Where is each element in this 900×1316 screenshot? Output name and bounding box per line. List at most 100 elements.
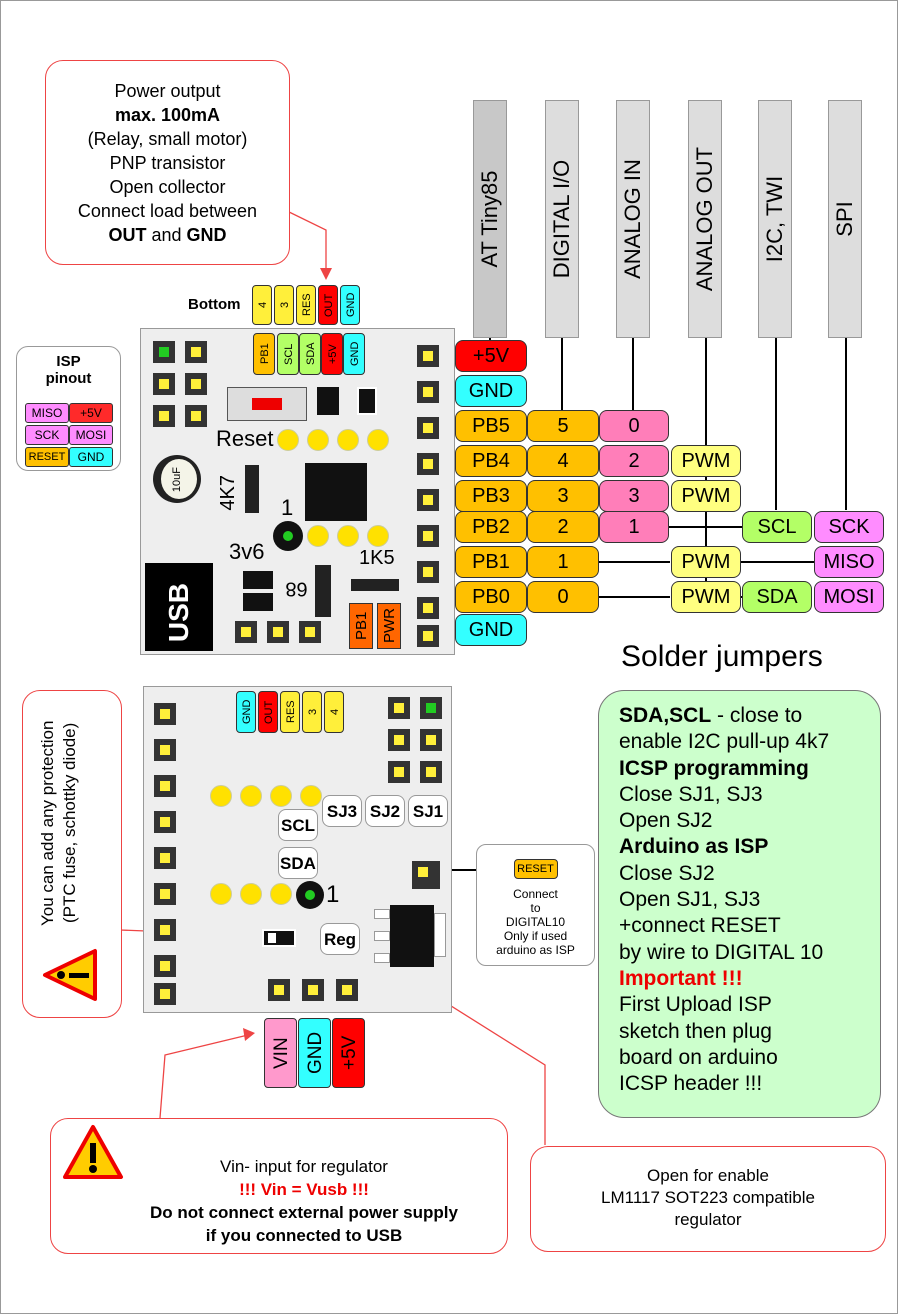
regulator-callout: Open for enable LM1117 SOT223 compatible… [530, 1146, 886, 1252]
pin-pb2: PB2 [455, 511, 527, 543]
bb-pin-4: 4 [324, 691, 344, 733]
top-board: PB1 SCL SDA +5V GND Reset 10uF 4K7 1 3v6… [140, 328, 455, 655]
header-pad [417, 453, 439, 475]
header-pad [417, 381, 439, 403]
via [270, 785, 292, 807]
isp-title-1: ISP [56, 353, 81, 370]
isp-title-2: pinout [45, 370, 92, 387]
via [337, 429, 359, 451]
bb-isp-pad [388, 729, 410, 751]
reset-note-l4: Only if used [503, 929, 568, 943]
pwm-pb3: PWM [671, 480, 741, 512]
bb-header-pad [154, 919, 176, 941]
capacitor: 10uF [153, 455, 201, 503]
bottom-pad [299, 621, 321, 643]
top-pin-scl: SCL [277, 333, 299, 375]
reg-jumper: Reg [320, 923, 360, 955]
protection-line2: (PTC fuse, schottky diode) [60, 722, 79, 924]
reset-note-l5: arduino as ISP [496, 943, 575, 957]
diode [357, 387, 377, 415]
col-attiny85: AT Tiny85 [473, 100, 507, 338]
vin-5v-pin: +5V [332, 1018, 365, 1088]
bottom-label: Bottom [188, 296, 241, 313]
protection-callout: You can add any protection (PTC fuse, sc… [22, 690, 122, 1018]
scl-jumper: SCL [278, 809, 318, 841]
bb-pin1-mark [296, 881, 324, 909]
bb-header-pad [154, 955, 176, 977]
bottom-board: GND OUT RES 3 4 SJ3 SJ2 SJ1 SCL SDA 1 Re… [143, 686, 452, 1013]
isp-sck: SCK [25, 425, 69, 445]
reset-badge: RESET [513, 859, 558, 879]
jb-line7: Close SJ2 [619, 861, 715, 885]
jb-line15: ICSP header !!! [619, 1072, 763, 1096]
col-analog-out: ANALOG OUT [688, 100, 722, 338]
bb-pin-gnd: GND [236, 691, 256, 733]
power-line1: Power output [114, 81, 221, 101]
isp-reset: RESET [25, 447, 69, 467]
jb-line12: First Upload ISP [619, 993, 772, 1017]
bottom-pin-4: 4 [252, 285, 272, 325]
bottom-pin-3: 3 [274, 285, 294, 325]
zener-1 [243, 571, 273, 589]
power-line4: PNP transistor [109, 153, 226, 173]
bb-header-pad [154, 983, 176, 1005]
pwm-pb4: PWM [671, 445, 741, 477]
vin-l4: if you connected to USB [205, 1226, 403, 1245]
spi-miso: MISO [814, 546, 884, 578]
reset-note: RESET Connect to DIGITAL10 Only if used … [476, 844, 595, 966]
power-line5: Open collector [109, 177, 226, 197]
isp-pad [185, 405, 207, 427]
led-pwr: PWR [377, 603, 401, 649]
power-output-callout: Power output max. 100mA (Relay, small mo… [45, 60, 290, 265]
zener-2 [243, 593, 273, 611]
solder-jumpers-title: Solder jumpers [621, 640, 823, 673]
spi-mosi: MOSI [814, 581, 884, 613]
via [367, 525, 389, 547]
isp-mosi: MOSI [69, 425, 113, 445]
via [270, 883, 292, 905]
via [277, 429, 299, 451]
bb-isp-pad [420, 761, 442, 783]
sda-jumper: SDA [278, 847, 318, 879]
pin-pb0: PB0 [455, 581, 527, 613]
bottom-pin-out: OUT [318, 285, 338, 325]
col-analog-in-label: ANALOG IN [620, 159, 645, 279]
bottom-pin-res: RES [296, 285, 316, 325]
reset-note-l2: to [530, 901, 541, 915]
top-pin-gnd: GND [343, 333, 365, 375]
pin-5v: +5V [455, 340, 527, 372]
col-spi-label: SPI [832, 201, 857, 237]
sj3-jumper: SJ3 [322, 795, 362, 827]
jb-line9: +connect RESET [619, 914, 781, 938]
bb-isp-pad [420, 729, 442, 751]
power-pad [268, 979, 290, 1001]
pin1-label: 1 [281, 495, 294, 520]
digital-2: 2 [527, 511, 599, 543]
jumper-info-box: SDA,SCL - close to enable I2C pull-up 4k… [598, 690, 881, 1118]
sj1-jumper: SJ1 [408, 795, 448, 827]
r68-label: 68 [285, 577, 308, 600]
isp-5v: +5V [69, 403, 113, 423]
via [307, 525, 329, 547]
jb-line13: sketch then plug [619, 1019, 772, 1043]
spi-sck: SCK [814, 511, 884, 543]
col-spi: SPI [828, 100, 862, 338]
digital-0: 0 [527, 581, 599, 613]
warning-icon [63, 1125, 123, 1179]
reset-pad [412, 861, 440, 889]
col-attiny85-label: AT Tiny85 [477, 170, 502, 268]
jb-line4: Close SJ1, SJ3 [619, 782, 763, 806]
jb-line10: by wire to DIGITAL 10 [619, 940, 824, 964]
pin-pb3: PB3 [455, 480, 527, 512]
vin-l1: Vin- input for regulator [220, 1157, 388, 1176]
reg-l2: LM1117 SOT223 compatible [601, 1188, 815, 1207]
r4k7-label: 4K7 [217, 475, 239, 511]
r1k5-chip [351, 579, 399, 591]
via [240, 883, 262, 905]
reset-note-l3: DIGITAL10 [505, 915, 566, 929]
isp-pad [153, 341, 175, 363]
sj2-jumper: SJ2 [365, 795, 405, 827]
via [367, 429, 389, 451]
analog-2: 2 [599, 445, 669, 477]
col-digital-io: DIGITAL I/O [545, 100, 579, 338]
